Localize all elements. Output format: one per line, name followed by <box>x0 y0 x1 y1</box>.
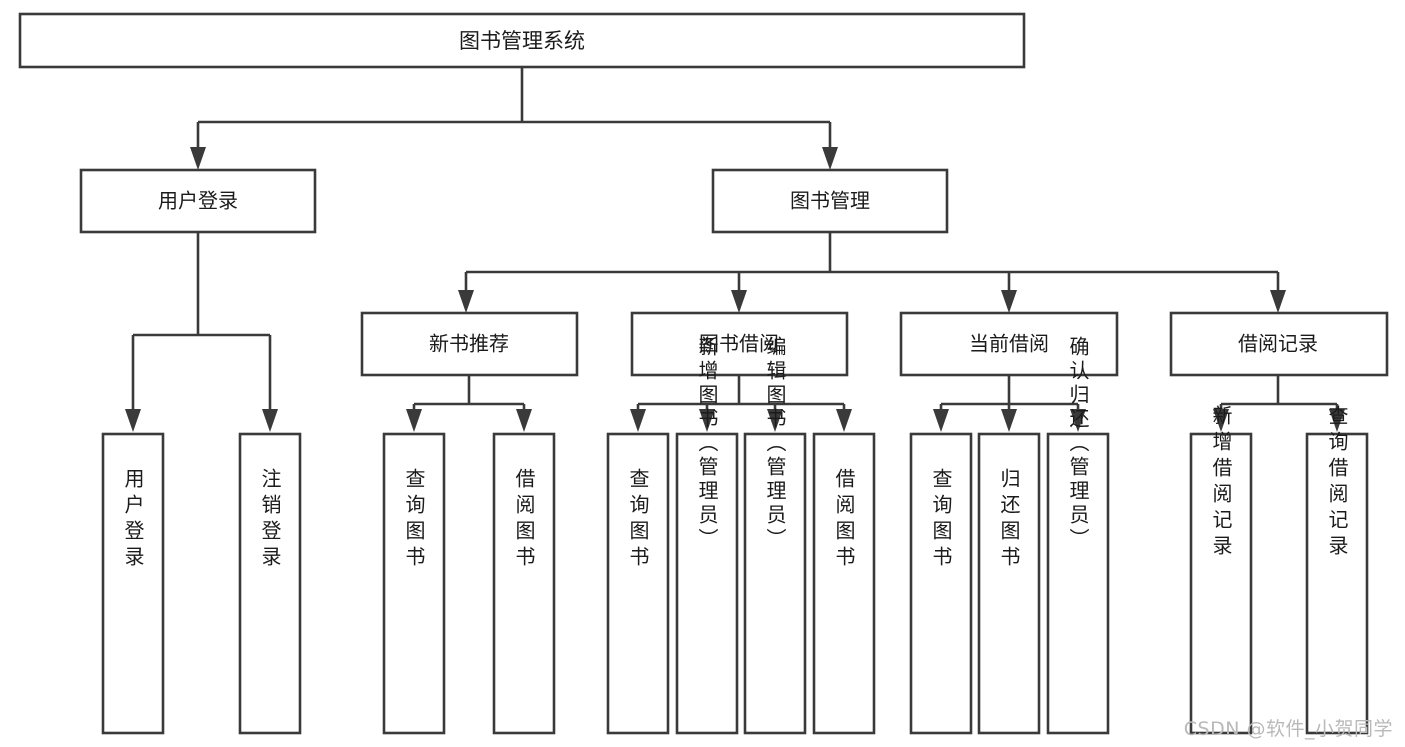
arrow-head-bb-edit-book <box>767 409 783 432</box>
arrow-head-leaf-logout <box>262 409 278 432</box>
leaf-node-nb-borrow-book[interactable]: 借阅图书 <box>492 432 556 735</box>
leaf-node-br-query-record[interactable]: 查询借阅记录 <box>1305 405 1369 735</box>
arrow-head-nb-borrow-book <box>516 409 532 432</box>
arrow-head-book-mgmt <box>822 147 838 170</box>
leaf-node-bb-query-book[interactable]: 查询图书 <box>606 432 670 735</box>
leaf-node-bb-borrow-book[interactable]: 借阅图书 <box>812 432 876 735</box>
node-current-borrow[interactable]: 当前借阅 <box>899 311 1119 377</box>
arrow-head-bb-borrow-book <box>836 409 852 432</box>
leaf-node-bb-query-book-box[interactable] <box>606 432 670 735</box>
node-new-book-recommend-label: 新书推荐 <box>429 332 509 356</box>
leaf-node-logout-label: 注销登录 <box>258 468 282 572</box>
node-user-login-box[interactable] <box>79 168 317 234</box>
node-book-borrow-box[interactable] <box>630 311 849 377</box>
leaf-node-cb-return-book-label: 归还图书 <box>997 468 1021 572</box>
connector-layer <box>125 67 1345 432</box>
node-book-borrow[interactable]: 图书借阅 <box>630 311 849 377</box>
leaf-node-bb-borrow-book-label: 借阅图书 <box>832 468 856 572</box>
leaf-node-bb-edit-book-label: 编辑图书（管理员） <box>763 336 787 552</box>
leaf-node-user-login-box[interactable] <box>101 432 165 735</box>
leaf-node-cb-query-book[interactable]: 查询图书 <box>909 432 973 735</box>
arrow-head-current-borrow <box>1001 290 1017 313</box>
arrow-head-br-add-record <box>1213 409 1229 432</box>
leaf-node-logout-box[interactable] <box>238 432 302 735</box>
leaf-node-logout[interactable]: 注销登录 <box>238 432 302 735</box>
node-current-borrow-label: 当前借阅 <box>969 332 1049 356</box>
arrow-head-cb-query-book <box>933 409 949 432</box>
node-user-login[interactable]: 用户登录 <box>79 168 317 234</box>
node-borrow-record-box[interactable] <box>1169 311 1389 377</box>
node-borrow-record-label: 借阅记录 <box>1238 332 1318 356</box>
node-book-management-box[interactable] <box>711 168 949 234</box>
leaf-node-nb-query-book-box[interactable] <box>382 432 446 735</box>
leaf-node-user-login-label: 用户登录 <box>121 468 145 572</box>
leaf-node-bb-borrow-book-box[interactable] <box>812 432 876 735</box>
leaf-node-cb-confirm-return-label: 确认归还（管理员） <box>1066 336 1090 552</box>
leaf-node-cb-return-book[interactable]: 归还图书 <box>977 432 1041 735</box>
leaf-node-cb-confirm-return[interactable]: 确认归还（管理员） <box>1046 336 1110 735</box>
node-current-borrow-box[interactable] <box>899 311 1119 377</box>
node-borrow-record[interactable]: 借阅记录 <box>1169 311 1389 377</box>
leaf-node-bb-query-book-label: 查询图书 <box>626 468 650 572</box>
arrow-head-book-borrow <box>731 290 747 313</box>
leaf-node-bb-add-book-label: 新增图书（管理员） <box>695 336 719 552</box>
arrow-head-cb-return-book <box>1001 409 1017 432</box>
leaf-node-cb-confirm-return-box[interactable] <box>1046 432 1110 735</box>
node-root-label: 图书管理系统 <box>459 29 585 53</box>
leaf-node-nb-borrow-book-label: 借阅图书 <box>512 468 536 572</box>
leaf-node-nb-query-book[interactable]: 查询图书 <box>382 432 446 735</box>
arrow-head-nb-query-book <box>406 409 422 432</box>
leaf-node-user-login[interactable]: 用户登录 <box>101 432 165 735</box>
leaf-node-nb-query-book-label: 查询图书 <box>402 468 426 572</box>
arrow-head-bb-query-book <box>630 409 646 432</box>
leaf-node-bb-add-book-box[interactable] <box>675 432 739 735</box>
node-new-book-recommend[interactable]: 新书推荐 <box>360 311 579 377</box>
arrow-head-br-query-record <box>1329 409 1345 432</box>
leaf-node-br-query-record-label: 查询借阅记录 <box>1325 405 1349 561</box>
node-book-management[interactable]: 图书管理 <box>711 168 949 234</box>
leaf-node-nb-borrow-book-box[interactable] <box>492 432 556 735</box>
node-root-box[interactable] <box>18 12 1026 69</box>
leaf-node-br-add-record[interactable]: 新增借阅记录 <box>1189 405 1253 735</box>
node-user-login-label: 用户登录 <box>158 189 238 213</box>
leaf-node-bb-edit-book-box[interactable] <box>743 432 807 735</box>
arrow-head-new-book <box>458 290 474 313</box>
arrow-head-bb-add-book <box>699 409 715 432</box>
leaf-node-cb-return-book-box[interactable] <box>977 432 1041 735</box>
leaf-node-cb-query-book-box[interactable] <box>909 432 973 735</box>
leaf-node-bb-edit-book[interactable]: 编辑图书（管理员） <box>743 336 807 735</box>
leaf-node-bb-add-book[interactable]: 新增图书（管理员） <box>675 336 739 735</box>
leaf-node-cb-query-book-label: 查询图书 <box>929 468 953 572</box>
node-book-borrow-label: 图书借阅 <box>699 332 779 356</box>
node-book-management-label: 图书管理 <box>790 189 870 213</box>
arrow-head-user-login <box>190 147 206 170</box>
node-root[interactable]: 图书管理系统 <box>18 12 1026 69</box>
node-new-book-recommend-box[interactable] <box>360 311 579 377</box>
arrow-head-leaf-user-login <box>125 409 141 432</box>
arrow-head-borrow-record <box>1270 290 1286 313</box>
leaf-node-br-add-record-box[interactable] <box>1189 432 1253 735</box>
leaf-node-br-query-record-box[interactable] <box>1305 432 1369 735</box>
arrow-head-cb-confirm-return <box>1070 409 1086 432</box>
leaf-node-br-add-record-label: 新增借阅记录 <box>1209 405 1233 561</box>
